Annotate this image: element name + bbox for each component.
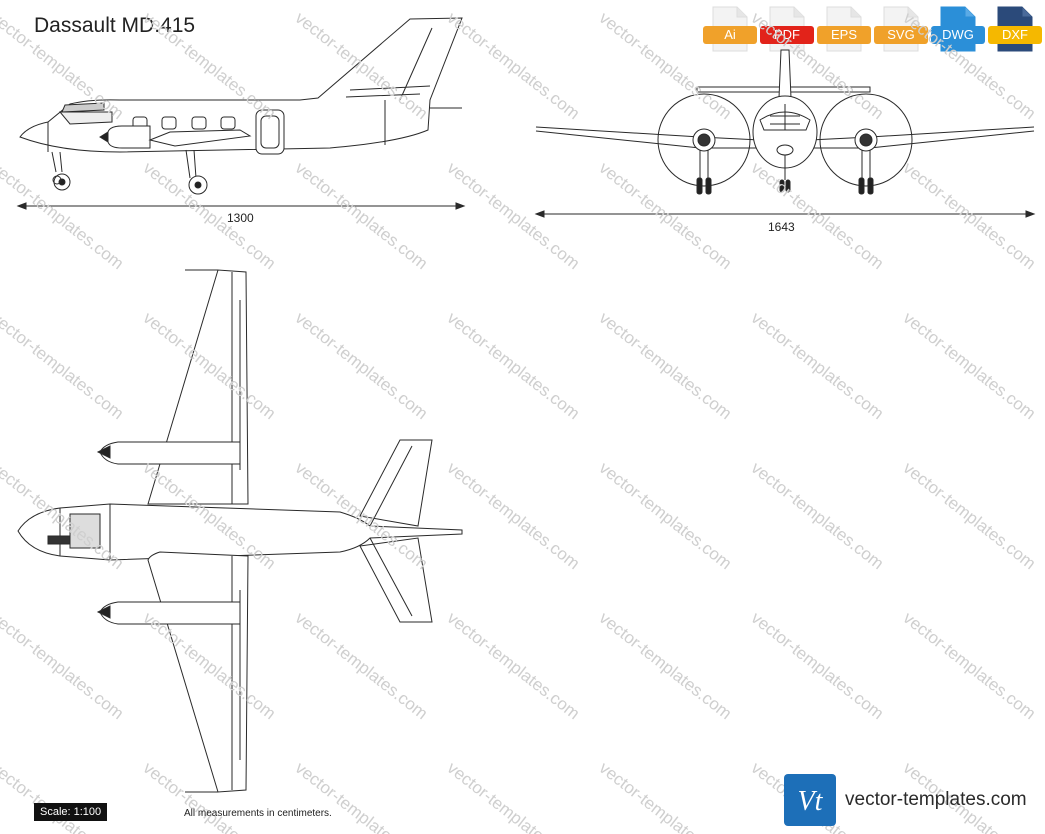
- dxf-format-icon[interactable]: DXF: [988, 6, 1042, 52]
- vector-templates-logo-icon[interactable]: Vt: [784, 774, 836, 826]
- front-view: [534, 49, 1036, 218]
- measurement-note: All measurements in centimeters.: [184, 808, 332, 819]
- svg-format-icon[interactable]: SVG: [874, 6, 928, 52]
- format-label: SVG: [874, 26, 928, 44]
- format-label: EPS: [817, 26, 871, 44]
- brand-name[interactable]: vector-templates.com: [845, 789, 1027, 810]
- front-span-dimension: 1643: [768, 220, 795, 234]
- format-label: PDF: [760, 26, 814, 44]
- format-label: DWG: [931, 26, 985, 44]
- side-length-dimension: 1300: [227, 211, 254, 225]
- top-view: [17, 269, 463, 793]
- dwg-format-icon[interactable]: DWG: [931, 6, 985, 52]
- format-label: Ai: [703, 26, 757, 44]
- ai-format-icon[interactable]: Ai: [703, 6, 757, 52]
- pdf-format-icon[interactable]: PDF: [760, 6, 814, 52]
- side-view: [16, 17, 466, 210]
- eps-format-icon[interactable]: EPS: [817, 6, 871, 52]
- scale-label: Scale: 1:100: [34, 803, 108, 821]
- page-title: Dassault MD.415: [34, 14, 196, 37]
- format-label: DXF: [988, 26, 1042, 44]
- svg-text:Vt: Vt: [798, 786, 824, 817]
